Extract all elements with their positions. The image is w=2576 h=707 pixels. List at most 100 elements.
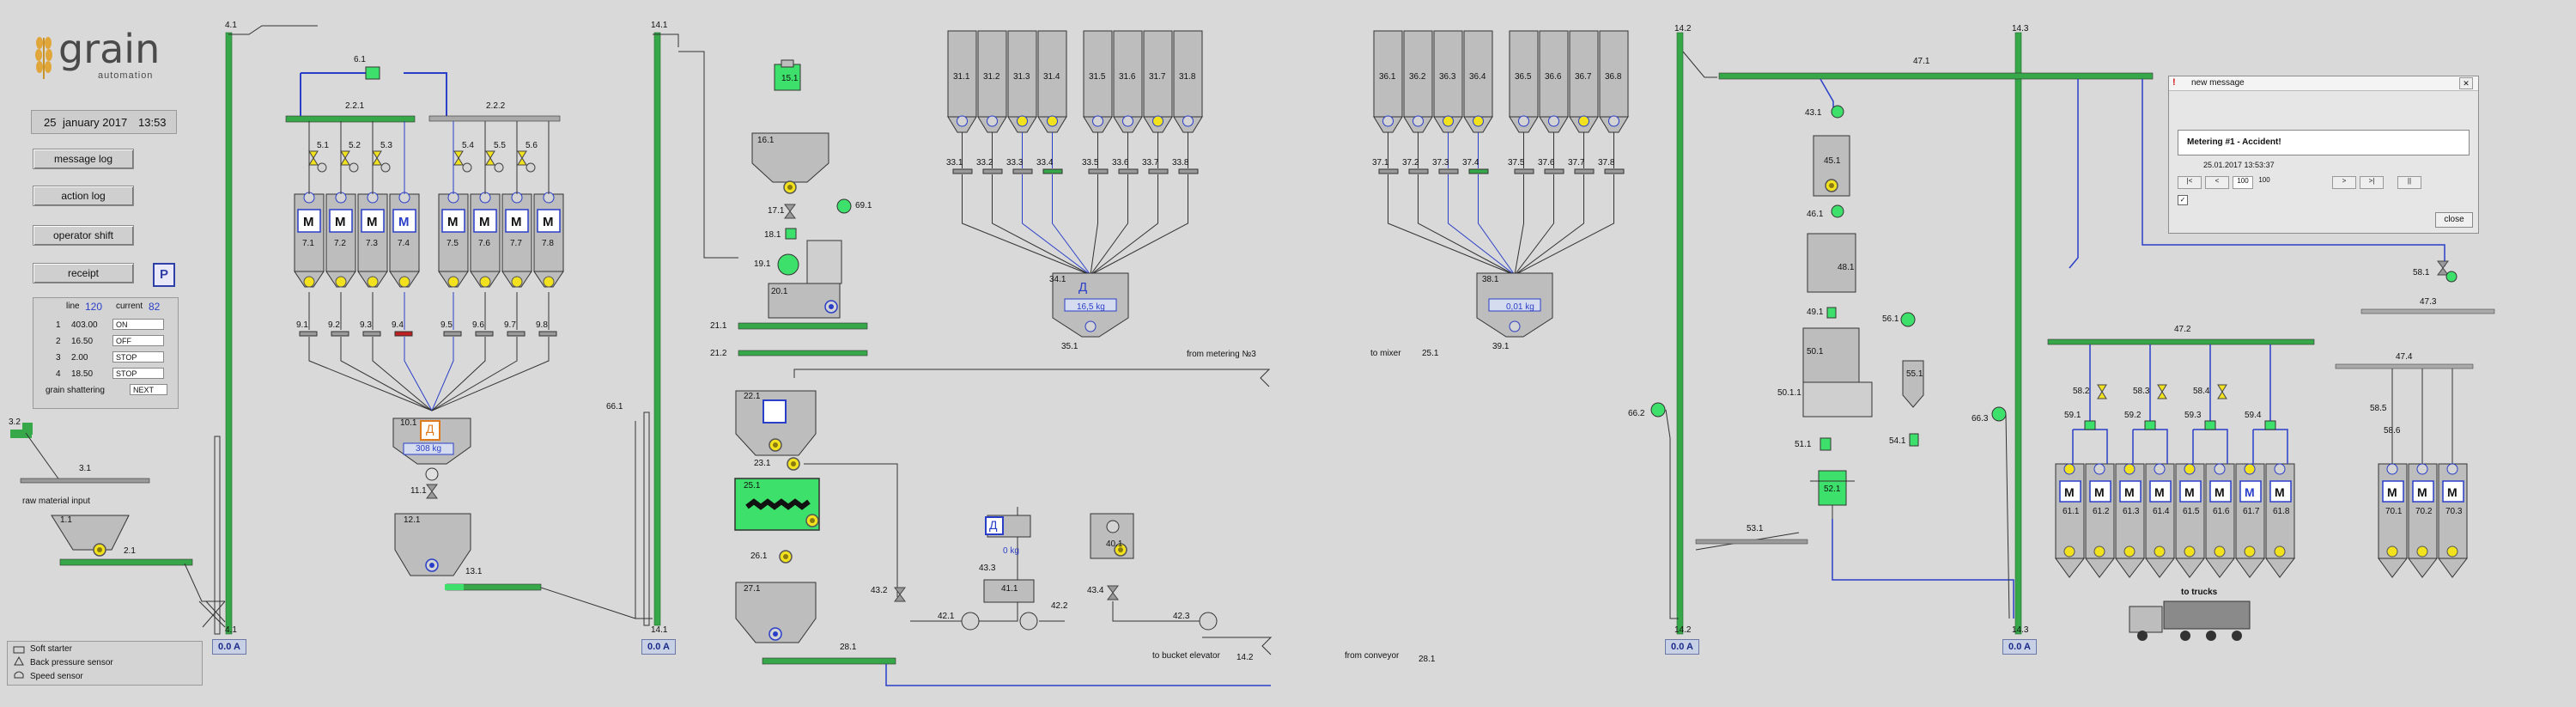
bin-body xyxy=(1599,30,1629,118)
gate-tag: 33.5 xyxy=(1082,158,1099,168)
action-log-button[interactable]: action log xyxy=(33,186,134,206)
datetime-display: 25 january 2017 13:53 xyxy=(31,110,177,134)
message-text: Metering #1 - Accident! xyxy=(2187,137,2281,147)
tag: 66.3 xyxy=(1971,414,1989,424)
bin-body xyxy=(2438,463,2468,559)
line-panel: line 120 current 82 1 403.00 ON 2 16.50 … xyxy=(33,297,179,409)
tag: 43.2 xyxy=(871,586,888,595)
nav-last-button[interactable]: >| xyxy=(2360,176,2384,189)
p-badge-button[interactable]: P xyxy=(153,263,175,287)
legend: Soft starter Back pressure sensor Speed … xyxy=(7,641,203,686)
row-state-select[interactable]: STOP xyxy=(112,351,164,363)
motor-box xyxy=(2119,480,2142,503)
nav-total-field: 100 xyxy=(2258,176,2270,184)
tag: 21.1 xyxy=(710,321,727,331)
pipe xyxy=(431,121,550,411)
tag: 21.2 xyxy=(710,349,727,358)
level-sensor xyxy=(1473,115,1484,127)
current-label: current xyxy=(116,302,143,311)
motor-box xyxy=(361,209,385,233)
tag: 43.1 xyxy=(1805,108,1822,118)
bin-tag: 61.2 xyxy=(2093,507,2110,516)
row-state-select[interactable]: OFF xyxy=(112,335,164,346)
tag: 50.1.1 xyxy=(1777,388,1801,398)
wheat-icon xyxy=(35,37,52,79)
row-state-select[interactable]: STOP xyxy=(112,368,164,379)
bin-tag: 36.6 xyxy=(1545,72,1562,82)
motor-box xyxy=(2059,480,2081,503)
motor-box xyxy=(2179,480,2202,503)
nav-next-button[interactable]: > xyxy=(2332,176,2356,189)
bin-hopper xyxy=(2115,558,2146,578)
date-month: january 2017 xyxy=(63,116,128,129)
operator-shift-button[interactable]: operator shift xyxy=(33,225,134,246)
dialog-title: new message xyxy=(2191,78,2245,88)
line-value: 120 xyxy=(85,301,103,313)
pause-button[interactable]: || xyxy=(2397,176,2421,189)
bin-hopper xyxy=(2438,558,2469,578)
motor-letter: M xyxy=(2417,485,2427,499)
bin-tag: 36.4 xyxy=(1469,72,1486,82)
valve-tag: 59.2 xyxy=(2124,411,2142,420)
motor-box xyxy=(2089,480,2111,503)
valve-tag: 5.5 xyxy=(494,141,506,150)
legend-icons xyxy=(13,646,25,679)
nav-first-button[interactable]: |< xyxy=(2178,176,2202,189)
nav-page-field[interactable]: 100 xyxy=(2233,176,2253,189)
ack-checkbox[interactable]: ✓ xyxy=(2178,195,2188,205)
level-sensor xyxy=(2386,545,2398,558)
bin-body xyxy=(977,30,1007,118)
elevator-14-1 xyxy=(540,32,679,626)
elevator-top-label: 4.1 xyxy=(225,21,237,30)
gate xyxy=(1468,168,1489,174)
bin-tag: 61.3 xyxy=(2123,507,2140,516)
bins-70 xyxy=(2378,369,2469,578)
gate-tag: 9.5 xyxy=(440,320,453,330)
message-log-button[interactable]: message log xyxy=(33,149,134,169)
actuator xyxy=(462,162,472,173)
scale-display xyxy=(1488,298,1541,312)
row-state-select[interactable]: ON xyxy=(112,319,164,330)
level-sensor xyxy=(1017,115,1028,127)
bin-body xyxy=(2408,463,2438,559)
pipe xyxy=(1090,132,1188,276)
distributor-conveyors xyxy=(285,66,561,123)
motor-box xyxy=(2442,480,2464,503)
mixer-group-7 xyxy=(294,121,564,411)
dialog-close-button[interactable]: close xyxy=(2435,212,2473,228)
tag: 42.2 xyxy=(1051,601,1068,611)
gate xyxy=(538,331,557,337)
level-sensor xyxy=(1443,115,1454,127)
gate xyxy=(1438,168,1459,174)
pipe xyxy=(340,121,433,411)
scale-display xyxy=(1064,298,1117,312)
level-sensor xyxy=(2063,545,2075,558)
speed-sensor xyxy=(2446,463,2458,475)
bins-61 xyxy=(2055,344,2296,578)
pipe xyxy=(1418,132,1516,276)
shatter-select[interactable]: NEXT xyxy=(130,384,167,395)
tag: 28.1 xyxy=(840,643,857,652)
receipt-button[interactable]: receipt xyxy=(33,263,134,283)
level-sensor xyxy=(398,276,410,288)
close-icon[interactable]: ✕ xyxy=(2459,77,2473,89)
level-sensor xyxy=(1182,115,1194,127)
pipe xyxy=(1090,132,1098,276)
line-label: line xyxy=(66,302,80,311)
level-sensor xyxy=(2446,545,2458,558)
tag: 47.1 xyxy=(1913,57,1930,66)
gate xyxy=(1378,168,1399,174)
elevator-amps: 0.0 A xyxy=(212,639,246,655)
bin-tag: 36.7 xyxy=(1575,72,1592,82)
motor-letter: M xyxy=(303,215,314,229)
tag: 26.1 xyxy=(750,552,768,561)
nav-prev-button[interactable]: < xyxy=(2205,176,2229,189)
intake-section xyxy=(10,423,225,602)
date-day: 25 xyxy=(44,116,57,129)
message-dialog[interactable]: ! new message ✕ Metering #1 - Accident! … xyxy=(2168,76,2479,234)
tag: 10.1 xyxy=(400,418,417,428)
pipe xyxy=(1022,132,1091,276)
gate xyxy=(982,168,1003,174)
pipe xyxy=(1052,132,1091,276)
valve-tag: 59.4 xyxy=(2245,411,2262,420)
